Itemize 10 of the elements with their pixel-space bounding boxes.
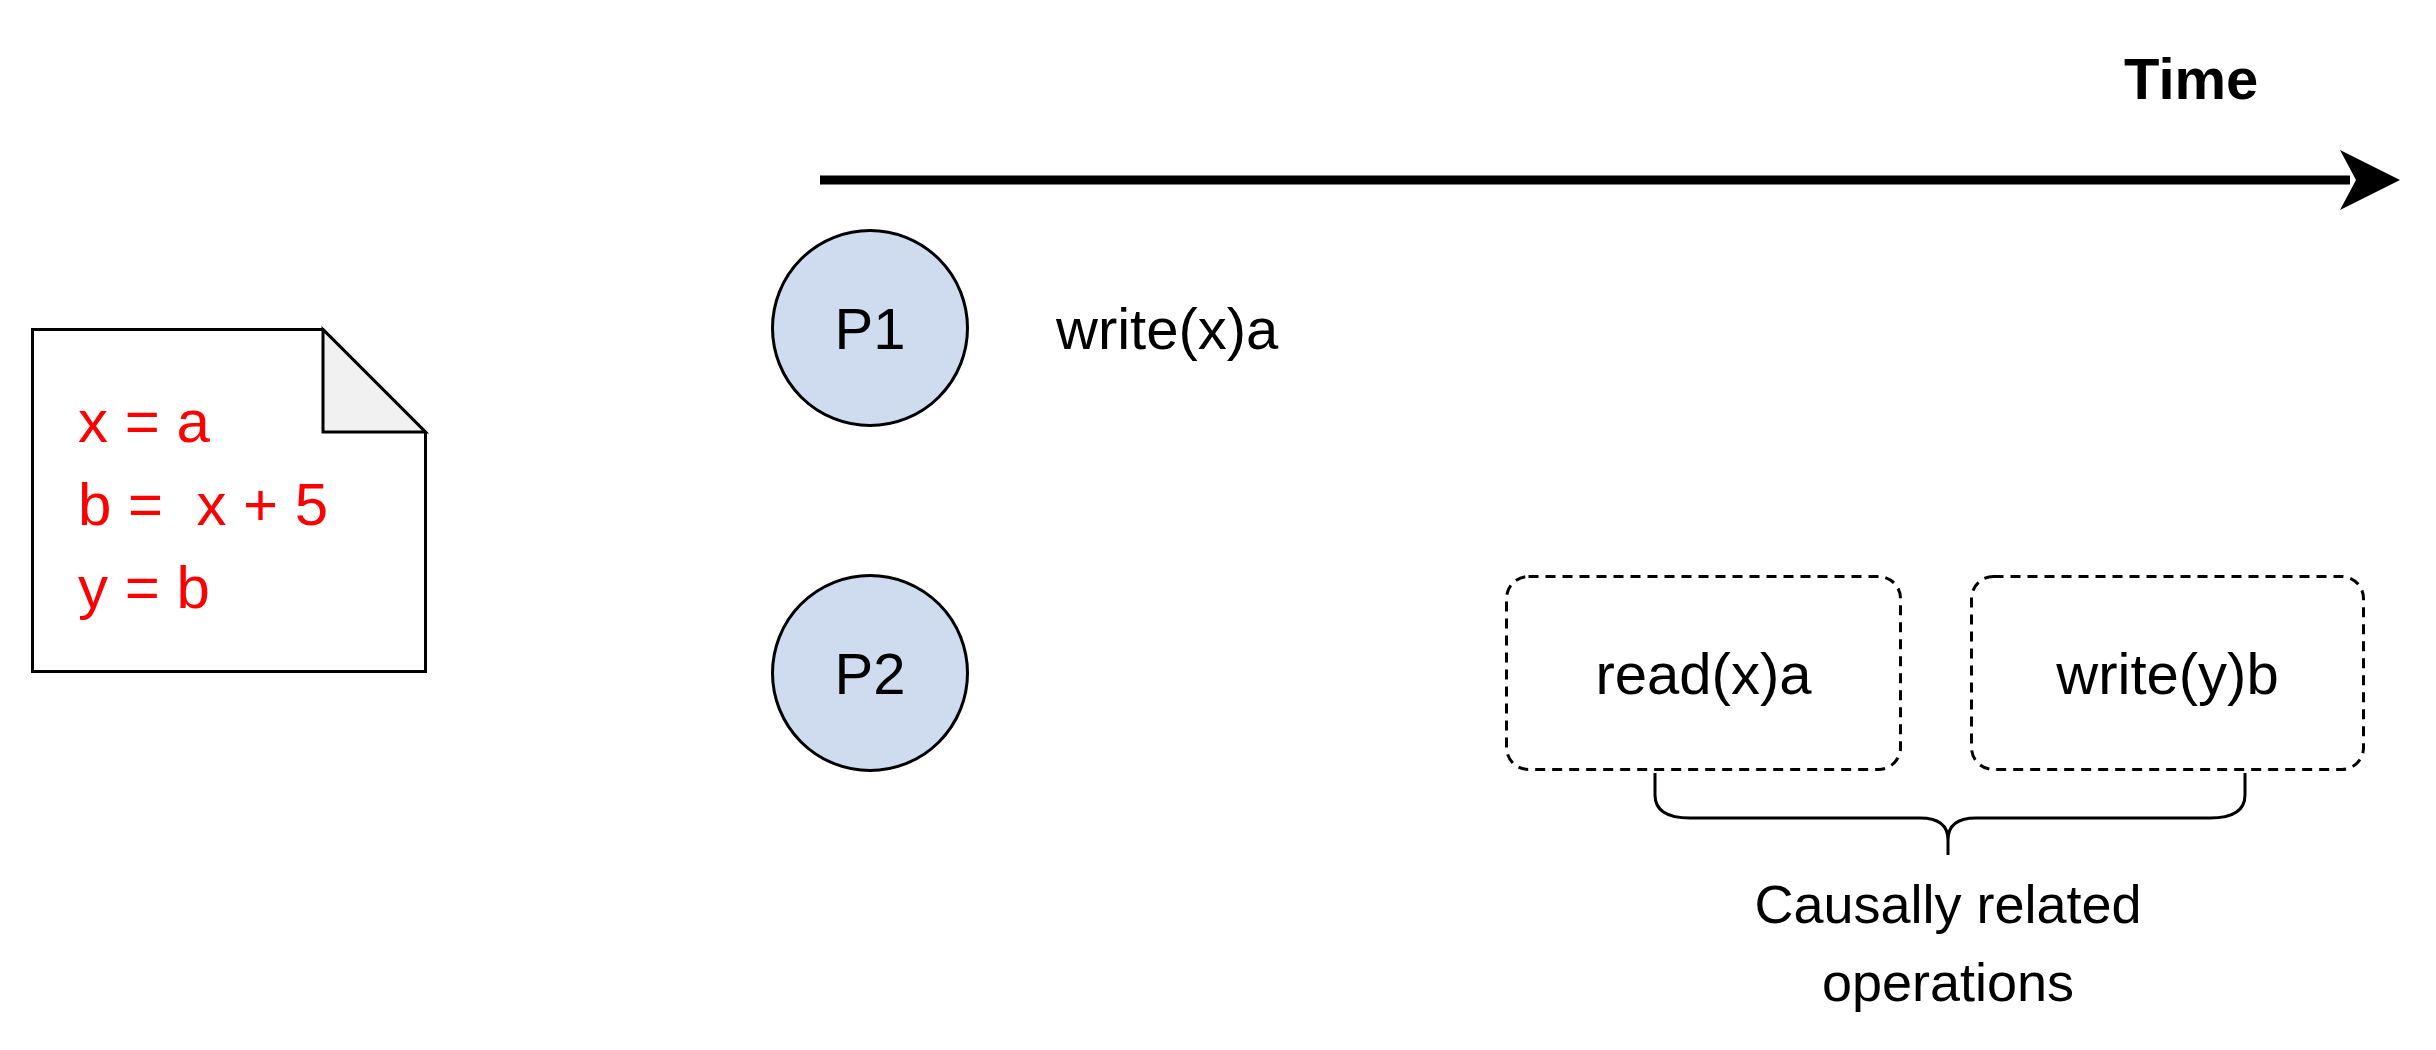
operation-label: write(y)b xyxy=(2056,639,2279,707)
process-label: P1 xyxy=(834,294,906,362)
code-line: b = x + 5 xyxy=(78,470,329,540)
operation-label: read(x)a xyxy=(1595,639,1812,707)
process-label: P2 xyxy=(834,639,906,707)
code-line: y = b xyxy=(78,553,210,623)
code-line: x = a xyxy=(78,387,210,457)
operation-label: write(x)a xyxy=(1056,295,1280,362)
bracket-label: Causally related operations xyxy=(1753,873,2143,1014)
axis-title: Time xyxy=(2124,45,2260,112)
